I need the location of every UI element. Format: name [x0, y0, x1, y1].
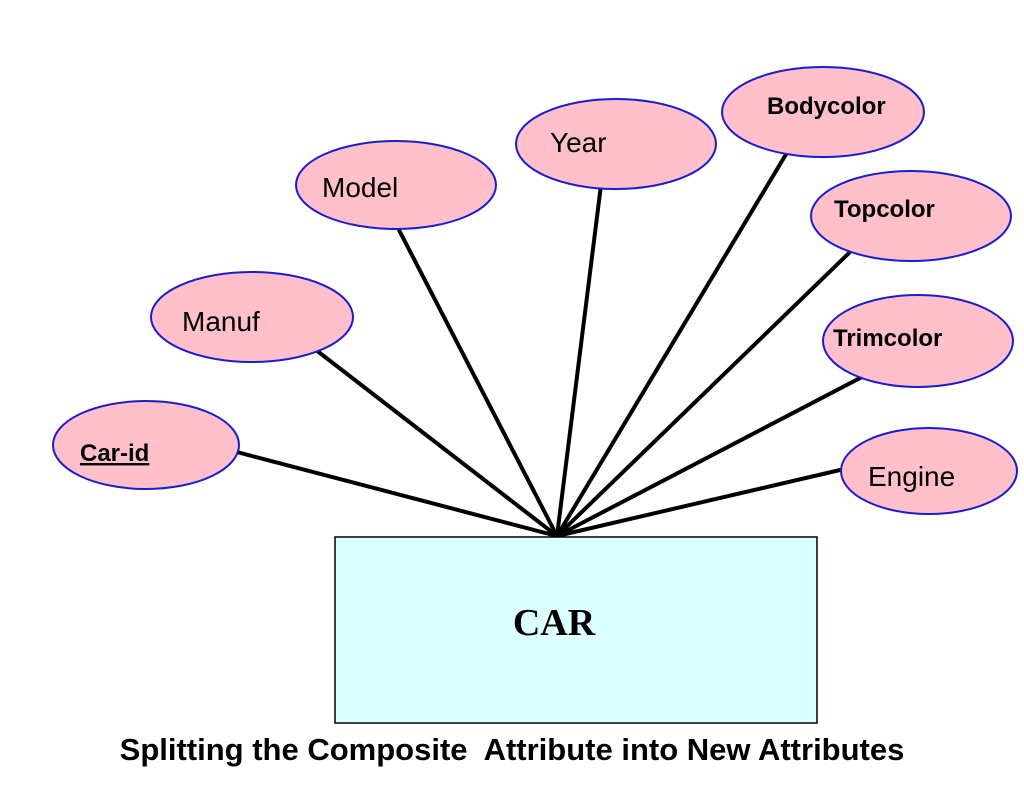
attribute-label-engine: Engine: [868, 461, 955, 492]
edge-year: [555, 183, 603, 538]
attribute-label-bodycolor: Bodycolor: [767, 93, 886, 120]
attribute-engine: Engine: [840, 427, 1018, 515]
entity-label: CAR: [513, 602, 596, 644]
attribute-label-year: Year: [550, 127, 607, 158]
edge-engine: [555, 468, 842, 538]
edge-car-id: [231, 449, 559, 538]
edge-model: [397, 228, 559, 538]
attribute-label-topcolor: Topcolor: [834, 196, 935, 223]
connector-lines: [231, 149, 864, 538]
attribute-bodycolor: Bodycolor: [721, 66, 925, 158]
edge-bodycolor: [555, 149, 790, 538]
diagram-caption: Splitting the Composite Attribute into N…: [119, 732, 905, 767]
entity-car: CAR: [334, 536, 818, 724]
attribute-model: Model: [295, 140, 497, 230]
attribute-topcolor: Topcolor: [810, 170, 1012, 262]
edge-trimcolor: [555, 375, 864, 538]
attribute-manuf: Manuf: [150, 271, 354, 363]
edge-manuf: [314, 348, 559, 538]
attribute-label-model: Model: [322, 172, 398, 203]
edge-topcolor: [555, 251, 851, 538]
attribute-label-manuf: Manuf: [182, 306, 260, 337]
attribute-trimcolor: Trimcolor: [822, 294, 1014, 388]
attribute-label-trimcolor: Trimcolor: [833, 325, 942, 352]
attribute-year: Year: [515, 98, 717, 190]
attribute-label-car-id: Car-id: [80, 440, 149, 467]
attribute-car-id: Car-id: [52, 400, 240, 490]
